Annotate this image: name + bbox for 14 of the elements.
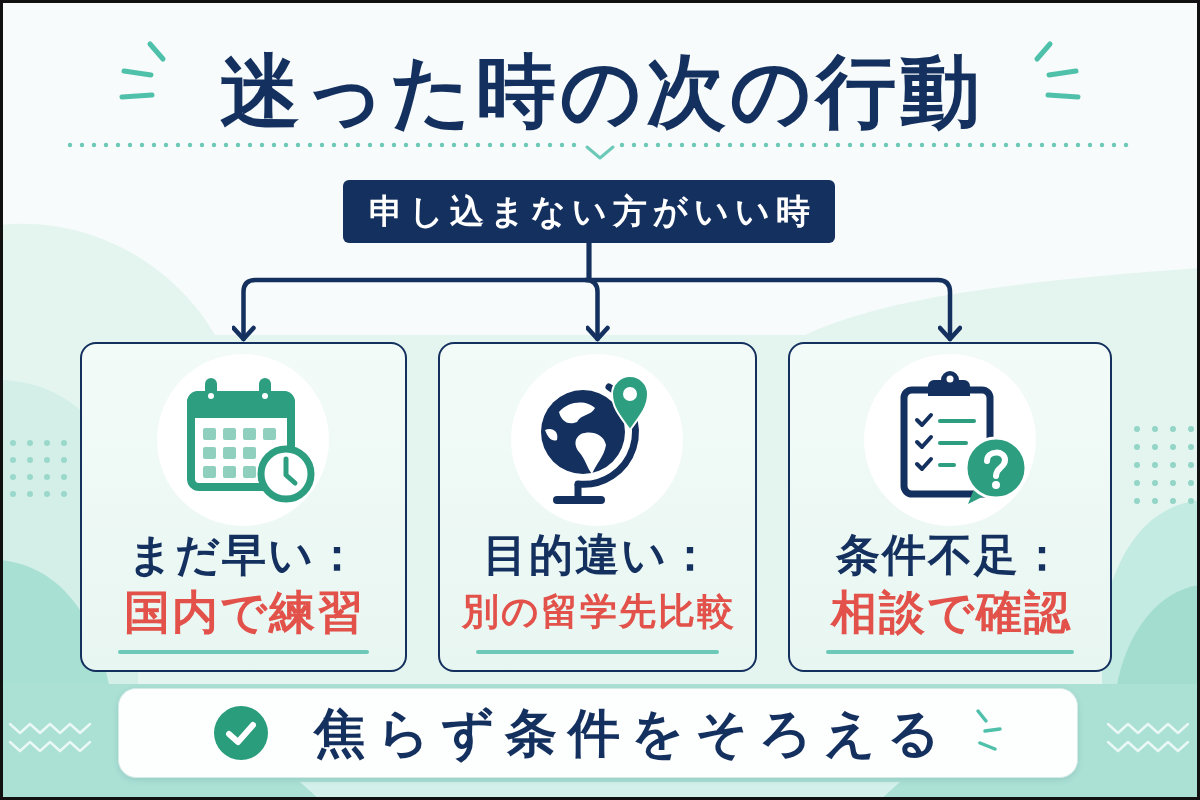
card-heading: まだ早い：	[127, 528, 361, 582]
banner-text: 焦らず条件をそろえる	[314, 702, 951, 765]
card-heading: 目的違い：	[482, 528, 714, 582]
card-text: 相談で確認	[829, 585, 1072, 639]
card-text: 国内で練習	[123, 585, 365, 639]
card-text: 別の留学先比較	[460, 589, 736, 635]
card	[788, 342, 1112, 672]
header-box: 申し込まない方がいい時	[343, 180, 835, 243]
card-heading: 条件不足：	[835, 528, 1066, 582]
banner	[118, 688, 1078, 778]
card	[80, 342, 407, 672]
card	[438, 342, 757, 672]
title: 迷った時の次の行動	[219, 44, 984, 140]
arrow	[586, 240, 963, 342]
